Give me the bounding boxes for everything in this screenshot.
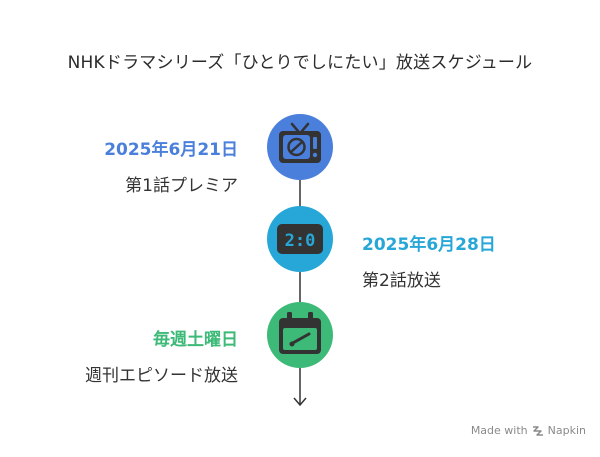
timeline-node-2: 2:0 [267, 206, 333, 272]
scoreboard-icon: 2:0 [277, 224, 323, 254]
event-date-3: 毎週土曜日 [153, 330, 238, 350]
event-description-2: 第2話放送 [362, 271, 441, 291]
tv-icon [279, 122, 321, 163]
event-description-1: 第1話プレミア [125, 176, 238, 196]
napkin-watermark: Made with Napkin [471, 424, 586, 437]
event-date-1: 2025年6月21日 [104, 140, 238, 160]
napkin-brand-text: Napkin [547, 424, 586, 437]
calendar-icon [279, 312, 321, 354]
scoreboard-text: 2:0 [285, 231, 316, 251]
timeline-node-1 [267, 114, 333, 180]
timeline-node-3 [267, 302, 333, 368]
timeline-arrow-head [293, 397, 307, 407]
event-date-2: 2025年6月28日 [362, 235, 496, 255]
made-with-text: Made with [470, 424, 528, 437]
diagram-title: NHKドラマシリーズ「ひとりでしにたい」放送スケジュール [67, 53, 533, 73]
napkin-logo-icon [532, 426, 543, 436]
event-description-3: 週刊エピソード放送 [85, 366, 238, 386]
